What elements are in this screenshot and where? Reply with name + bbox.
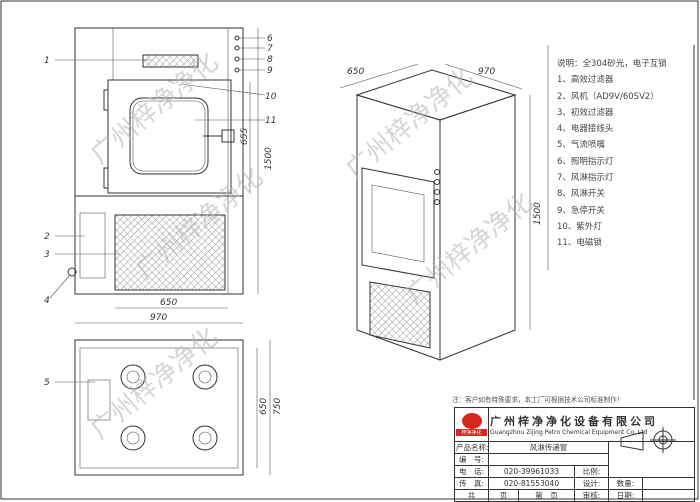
legend-item: 9、急停开关: [557, 205, 605, 216]
svg-text:广州梓净净化: 广州梓净净化: [340, 62, 479, 185]
callout-1: 1: [44, 56, 50, 66]
callout-11: 11: [265, 116, 276, 126]
iso-dim-650: 650: [347, 67, 364, 77]
iso-prefilter: [369, 281, 431, 349]
dim-655: 655: [240, 128, 250, 145]
legend-title: 说明：全304砂光，电子互锁: [557, 59, 667, 69]
legend-item: 5、气流喷嘴: [557, 140, 605, 151]
phone: 020-39961033: [488, 465, 575, 478]
isometric-view: 650 970 1500: [339, 63, 543, 361]
callout-3: 3: [44, 250, 50, 260]
watermarks: 广州梓净净化 广州梓净净化 广州梓净净化 广州梓净净化 广州梓净净化: [85, 47, 539, 445]
callout-8: 8: [267, 55, 273, 65]
callout-5: 5: [44, 378, 50, 388]
callout-2: 2: [44, 232, 50, 242]
top-view: 5 650 750: [44, 339, 283, 476]
iso-dim-1500: 1500: [533, 202, 543, 225]
fan: [79, 212, 106, 279]
dim-970: 970: [150, 313, 167, 323]
company-name-en: Guangzhou Zijing Petro Chemical Equipmen…: [490, 429, 648, 436]
front-view: 1 2 3 4 6 7 8 9 10 11 650 970 1500 655: [44, 27, 277, 324]
legend-item: 6、照明指示灯: [557, 156, 614, 167]
hepa-filter-grille: [142, 54, 199, 68]
company-logo: 梓净净化: [454, 407, 489, 442]
legend-item: 3、初效过滤器: [557, 107, 614, 118]
svg-text:广州梓净净化: 广州梓净净化: [400, 187, 539, 310]
product-name: 风淋传递窗: [488, 441, 609, 454]
legend: 说明：全304砂光，电子互锁 1、高效过滤器 2、风机（AD9V/60SV2） …: [557, 56, 692, 252]
legend-item: 4、电器接线头: [557, 124, 614, 135]
callout-4: 4: [44, 296, 50, 306]
door: [107, 79, 232, 194]
legend-item: 11、电磁锁: [557, 238, 602, 249]
callout-9: 9: [267, 66, 273, 76]
iso-door: [361, 167, 435, 279]
note: 注：客户如有特殊要求，本工厂可根据技术公司标准制作！: [452, 396, 624, 404]
iso-dim-970: 970: [478, 67, 495, 77]
callout-7: 7: [267, 44, 273, 54]
title-block: 梓净净化 广州梓净净化设备有限公司 Guangzhou Zijing Petro…: [454, 407, 696, 502]
svg-text:广州梓净净化: 广州梓净净化: [85, 322, 224, 445]
dim-650-depth: 650: [259, 398, 269, 415]
legend-item: 8、风淋开关: [557, 189, 605, 200]
callout-10: 10: [265, 92, 277, 102]
legend-item: 10、紫外灯: [557, 221, 602, 232]
dim-1500: 1500: [264, 147, 274, 170]
fax: 020-81553040: [488, 477, 575, 490]
dim-750-depth: 750: [273, 398, 283, 415]
legend-item: 7、风淋指示灯: [557, 173, 614, 184]
callout-6: 6: [267, 34, 273, 44]
legend-item: 1、高效过滤器: [557, 75, 614, 86]
pre-filter: [114, 214, 226, 291]
dim-650: 650: [160, 298, 177, 308]
company-name-cn: 广州梓净净化设备有限公司: [490, 415, 658, 428]
legend-item: 2、风机（AD9V/60SV2）: [557, 91, 659, 102]
